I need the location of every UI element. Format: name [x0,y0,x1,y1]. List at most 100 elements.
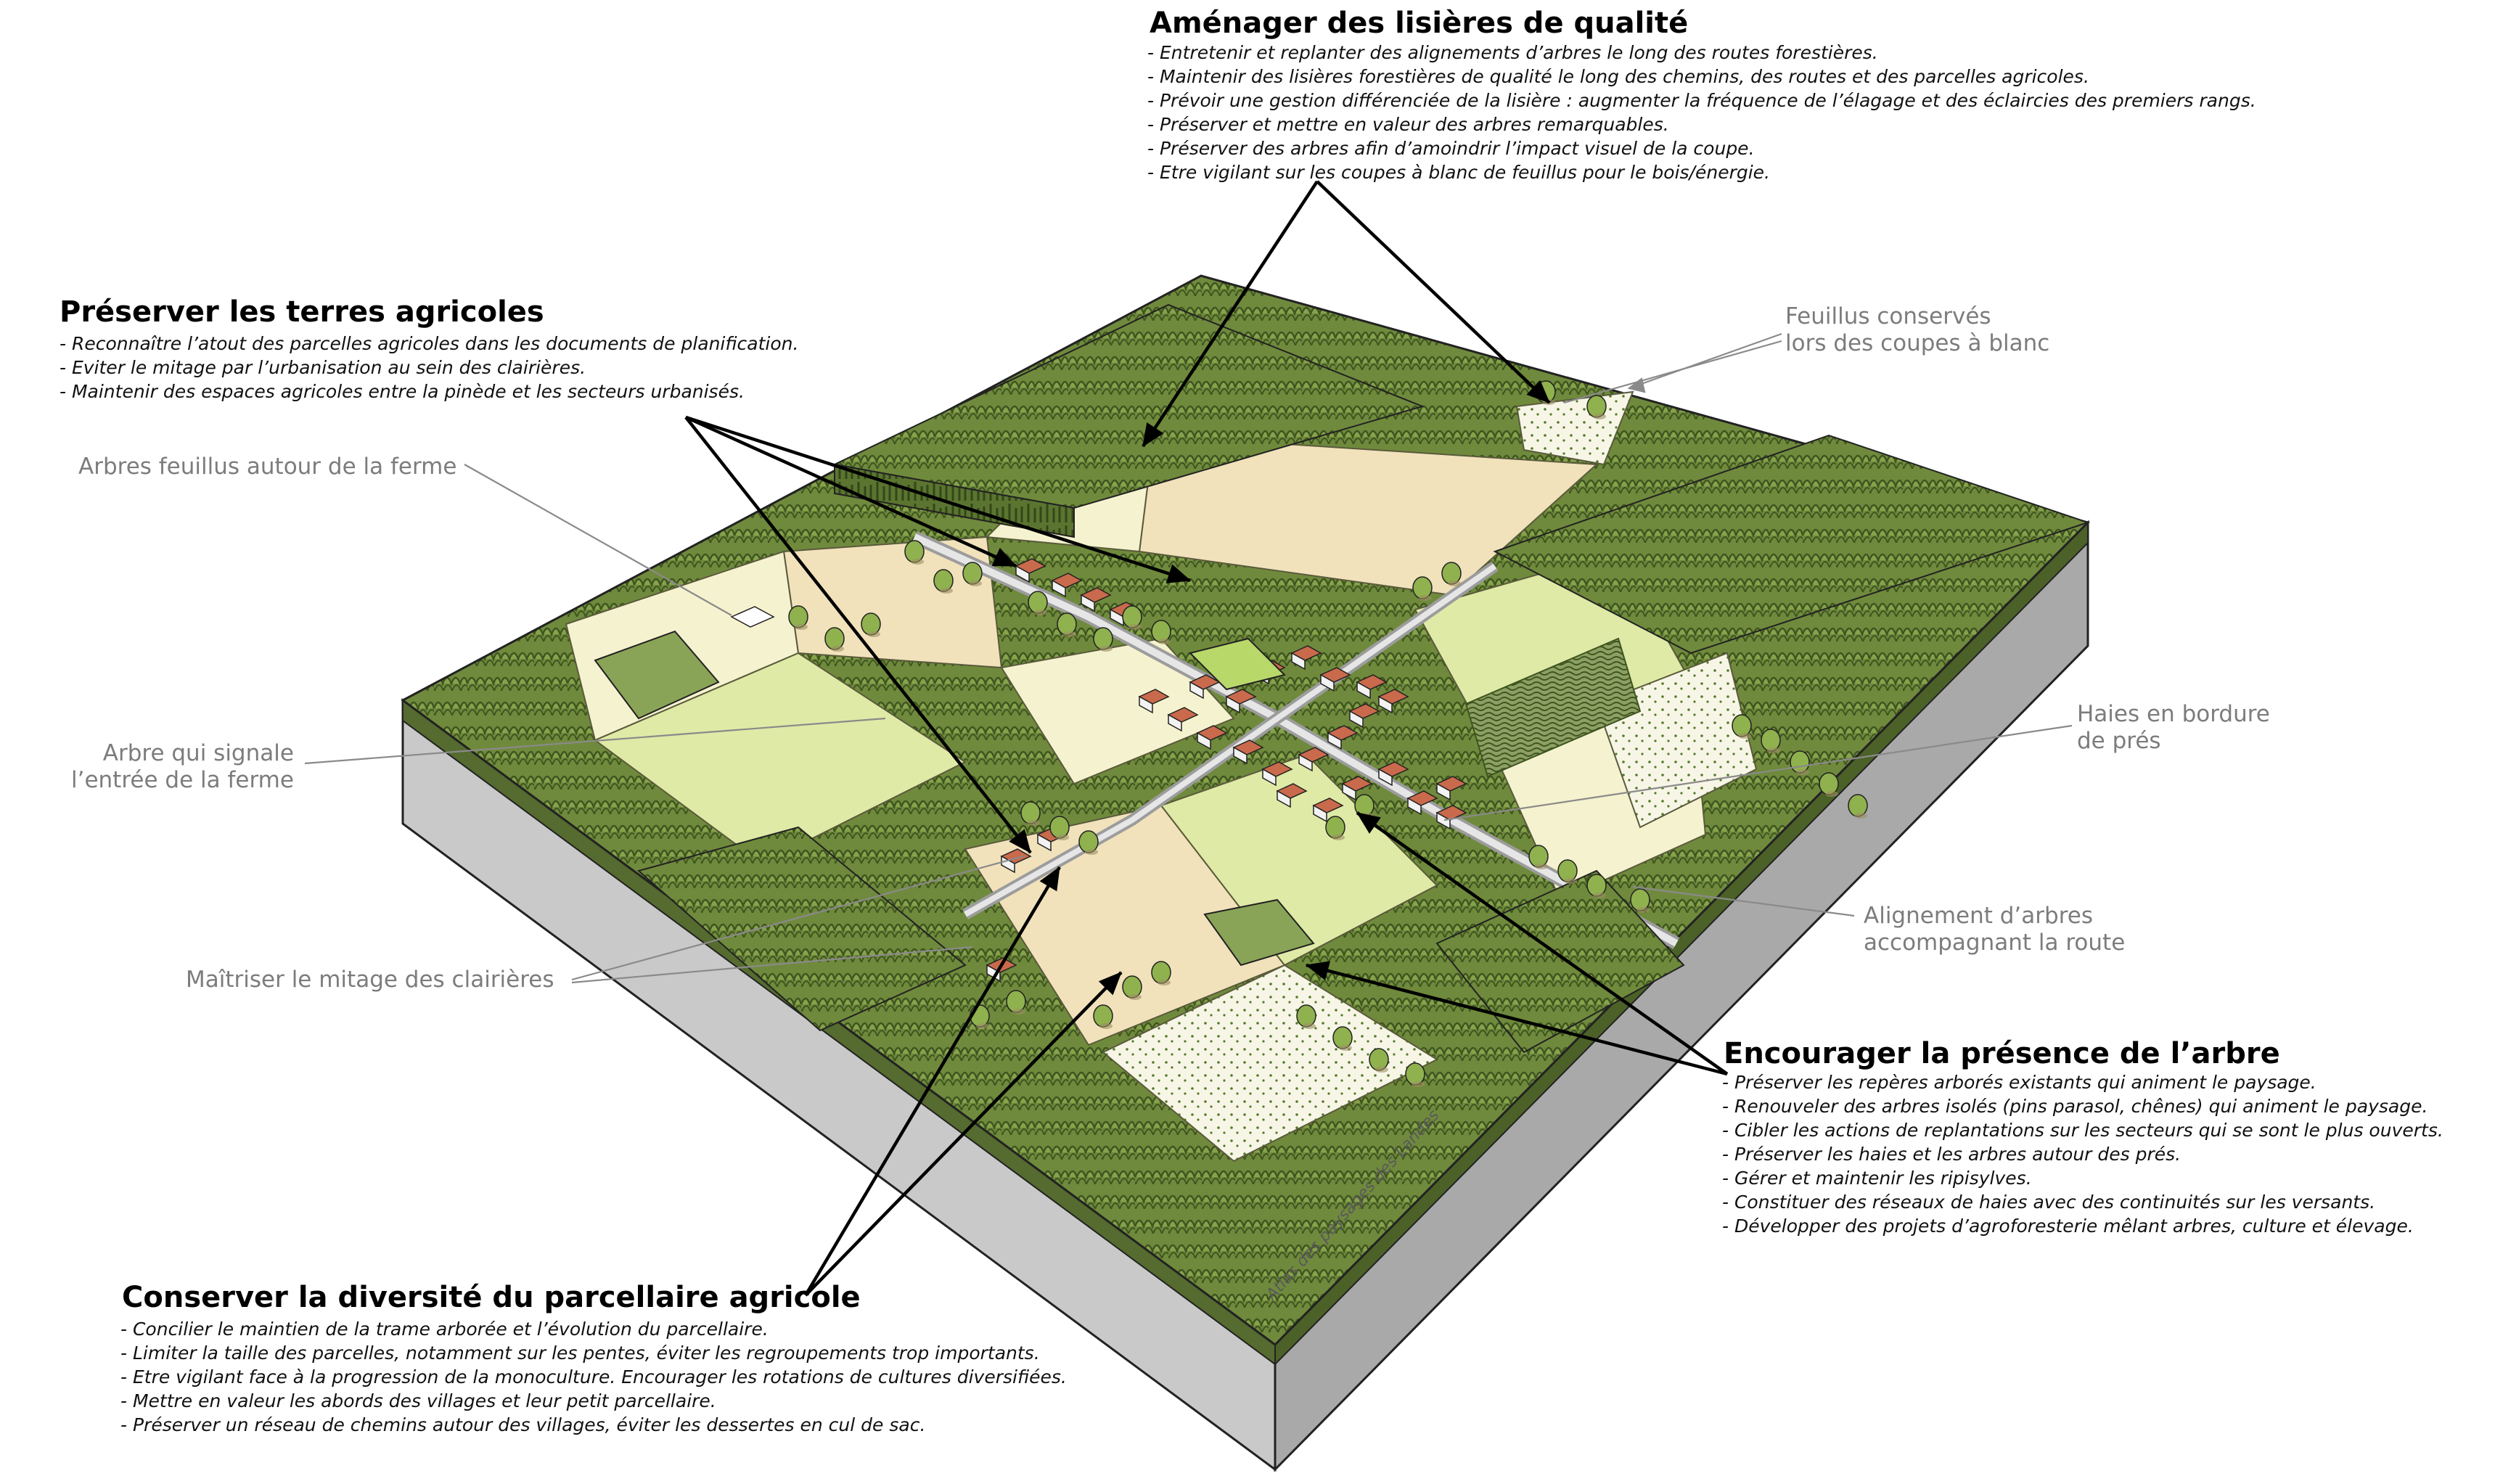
label-arbre-entree: Arbre qui signale l’entrée de la ferme [71,740,294,793]
arrowhead [1009,829,1031,853]
tree-shadow [1636,907,1650,913]
arrow-shaft [1316,180,1551,404]
village-square [1189,637,1286,691]
arrowhead [1356,812,1381,834]
heading-diversite: Conserver la diversité du parcellaire ag… [122,1281,861,1314]
house-wall [1262,768,1277,787]
house-wall [1277,790,1291,808]
list-item: - Etre vigilant face à la progression de… [120,1366,1067,1387]
tree-shadow [1796,769,1809,775]
leader-line [1443,724,2073,821]
tree-shadow [1448,581,1461,586]
field-south-west [594,652,967,865]
house-wall [1313,804,1327,823]
vineyard-east [1464,637,1642,778]
tree-shadow [1034,610,1047,615]
arrows [684,180,1729,1297]
list-item: - Constituer des réseaux de haies avec d… [1722,1192,2376,1213]
list-lisieres: - Entretenir et replanter des alignement… [1147,41,2256,184]
tree-shadow [1128,624,1142,630]
tree-shadow [1825,791,1838,797]
arrowhead [991,547,1017,567]
house-wall [1052,579,1066,598]
list-item: - Reconnaître l’atout des parcelles agri… [60,333,799,354]
road-north-south-core [964,563,1497,917]
label-feuillus-conserves: Feuillus conservés lors des coupes à bla… [1785,303,2050,356]
house-wall [1037,833,1052,852]
forest-block-south-east [1435,869,1685,1054]
house-wall [1320,673,1335,692]
tree-shadow [1128,994,1142,1000]
arrow-shaft [685,415,1017,568]
tree-shadow [831,646,844,652]
house-wall [1291,652,1306,671]
tree-shadow [1158,980,1171,985]
list-item: - Entretenir et replanter des alignement… [1147,42,1878,63]
arrowhead [1098,972,1122,996]
list-item: - Maintenir des lisières forestières de … [1147,66,2089,87]
tree-shadow [867,631,880,637]
heading-terres: Préserver les terres agricoles [60,295,544,329]
tree-shadow [1099,1023,1113,1029]
forest-block-east [1493,434,2091,655]
house-wall [1197,731,1211,750]
leader-line [571,946,973,984]
list-item: - Prévoir une gestion différenciée de la… [1147,90,2256,111]
tree-shadow [1419,595,1432,601]
label-haies-pres: Haies en bordure de prés [2077,701,2270,754]
list-item: - Gérer et maintenir les ripisylves. [1722,1168,2032,1189]
list-item: - Développer des projets d’agroforesteri… [1722,1216,2414,1237]
tree-shadow [1012,1009,1025,1014]
tree-shadow [1564,878,1577,884]
arrow-shaft [684,416,1032,854]
house-wall [1342,782,1356,801]
list-item: - Maintenir des espaces agricoles entre … [60,381,745,402]
list-item: - Préserver un réseau de chemins autour … [120,1414,926,1435]
leader-line [571,855,1024,981]
list-item: - Cibler les actions de replantations su… [1722,1120,2443,1141]
list-diversite: - Concilier le maintien de la trame arbo… [120,1317,1067,1437]
tree-shadow [1767,747,1780,753]
arrowhead [1305,961,1330,980]
house-wall [1407,797,1422,816]
tree-shadow [969,581,982,586]
leader-line [1563,340,1782,404]
tree-shadow [1535,864,1548,869]
tree-shadow [976,1023,989,1029]
house-wall [1378,695,1393,714]
house-wall [986,964,1001,983]
tree-shadow [1303,1023,1316,1029]
tree-shadow [1593,414,1606,419]
arrow-shaft [685,415,1191,583]
leader-line [1632,885,1855,917]
arrowhead [1526,380,1550,403]
tree-shadow [1375,1067,1388,1073]
house-wall [1436,782,1451,801]
heading-lisieres: Aménager des lisières de qualité [1150,7,1689,40]
tree-shadow [1412,1081,1425,1087]
tree-shadow [1332,835,1345,840]
house-wall [1189,681,1204,700]
leader-line [1628,332,1782,390]
list-item: - Renouveler des arbres isolés (pins par… [1722,1096,2428,1117]
house-wall [1226,695,1240,714]
label-arbres-ferme: Arbres feuillus autour de la ferme [78,454,457,480]
leader-line [304,717,886,765]
leader-lines [304,332,2073,984]
list-terres: - Reconnaître l’atout des parcelles agri… [60,332,798,403]
label-mitage: Maîtriser le mitage des clairières [186,967,554,993]
tree-shadow [1339,1045,1352,1051]
heading-arbre: Encourager la présence de l’arbre [1724,1037,2280,1070]
house-wall [1298,753,1313,772]
house-wall [1168,713,1182,732]
list-item: - Préserver et mettre en valeur des arbr… [1147,114,1669,135]
list-item: - Préserver des arbres afin d’amoindrir … [1147,138,1755,159]
tree-shadow [795,624,808,630]
list-item: - Etre vigilant sur les coupes à blanc d… [1147,162,1770,183]
house-wall [1233,746,1248,765]
label-alignement: Alignement d’arbres accompagnant la rout… [1864,903,2126,956]
list-item: - Eviter le mitage par l’urbanisation au… [60,357,586,378]
meadow-dotted-south [1102,964,1439,1163]
